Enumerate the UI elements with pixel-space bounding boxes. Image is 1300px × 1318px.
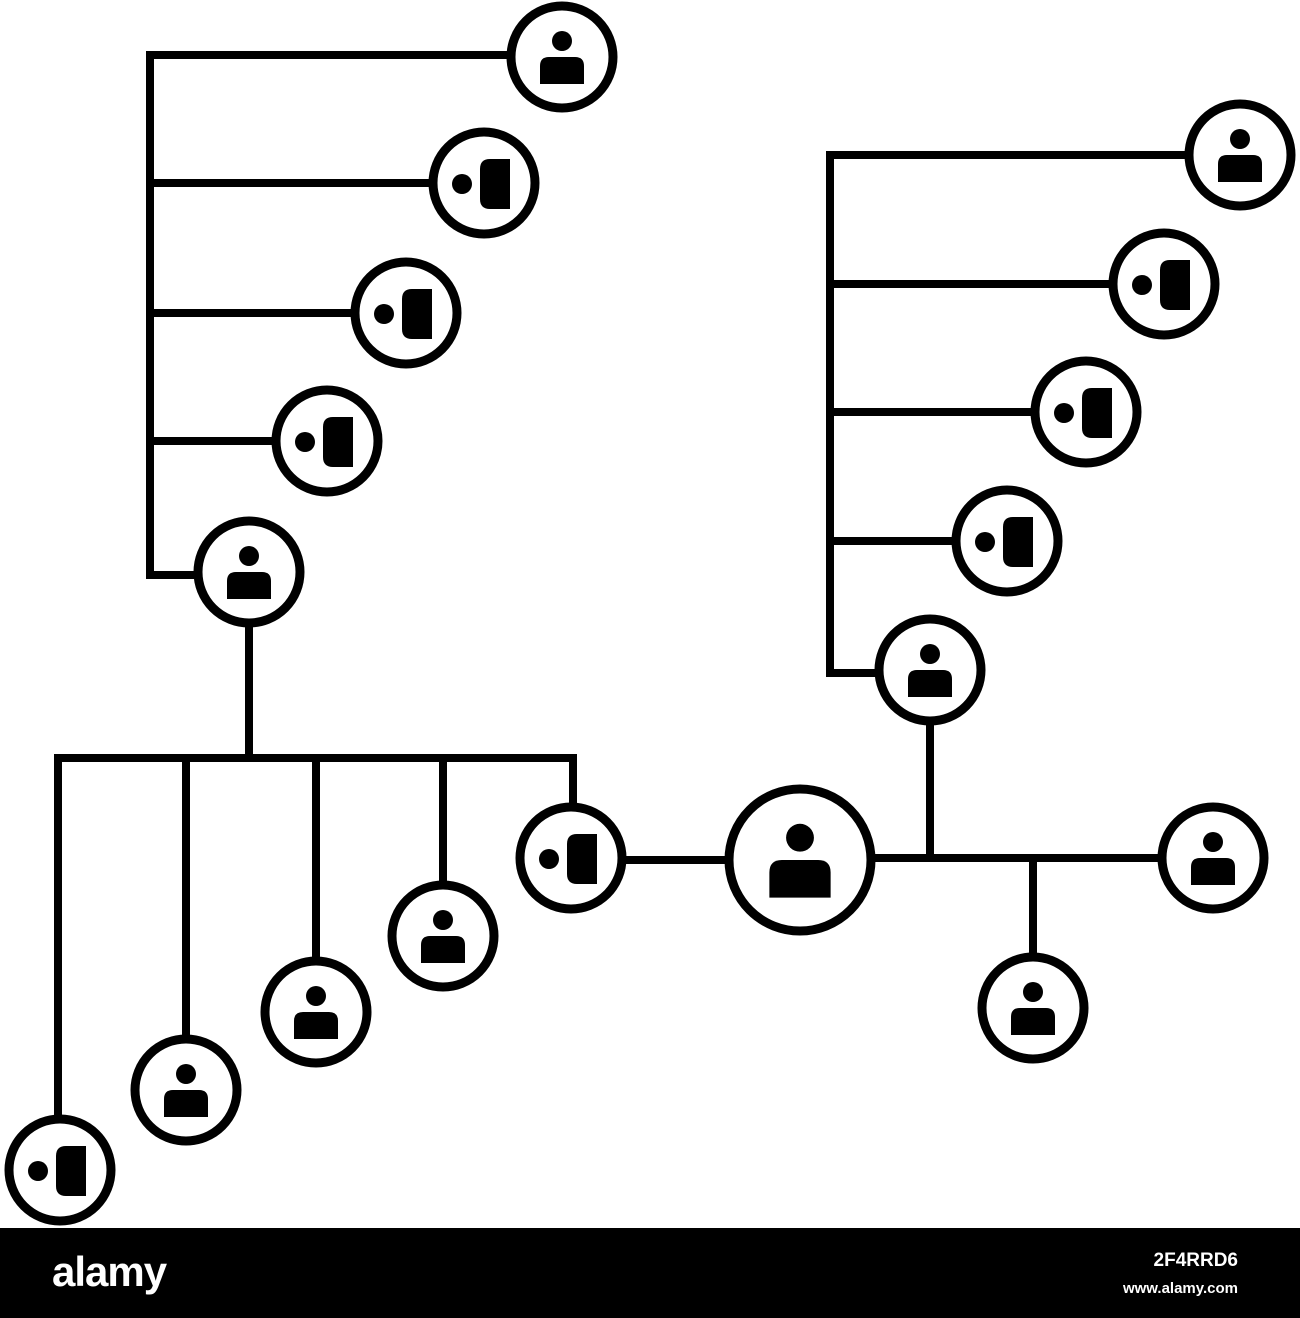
person-icon	[908, 644, 952, 697]
person-icon	[1218, 129, 1262, 182]
person-node	[271, 385, 383, 497]
two-person-icon	[295, 417, 353, 467]
person-node	[951, 485, 1063, 597]
person-nodes	[4, 1, 1296, 1226]
person-node	[506, 1, 618, 113]
person-icon	[540, 31, 584, 84]
person-node	[724, 784, 876, 936]
two-person-icon	[1132, 260, 1190, 310]
person-node	[428, 127, 540, 239]
person-icon	[769, 823, 831, 898]
person-node	[874, 614, 986, 726]
connector-left-upper-trunk	[146, 51, 209, 579]
person-icon	[227, 546, 271, 599]
brand-logo: alamy	[52, 1248, 167, 1295]
connector-lines	[54, 51, 1194, 1122]
person-node	[1030, 356, 1142, 468]
person-icon	[421, 910, 465, 963]
two-person-icon	[452, 159, 510, 209]
person-icon	[294, 986, 338, 1039]
person-node	[515, 802, 627, 914]
person-node	[193, 516, 305, 628]
person-node	[1184, 99, 1296, 211]
image-id-label: 2F4RRD6	[1153, 1250, 1238, 1271]
two-person-icon	[1054, 388, 1112, 438]
two-person-icon	[975, 517, 1033, 567]
two-person-icon	[28, 1146, 86, 1196]
person-icon	[1191, 832, 1235, 885]
connector-right-upper-trunk	[826, 151, 884, 677]
person-icon	[1011, 982, 1055, 1035]
person-node	[350, 257, 462, 369]
person-node	[977, 952, 1089, 1064]
watermark-banner: alamy 2F4RRD6 www.alamy.com	[0, 1228, 1300, 1318]
two-person-icon	[539, 834, 597, 884]
site-url: www.alamy.com	[1122, 1280, 1238, 1297]
person-icon	[164, 1064, 208, 1117]
person-node	[260, 956, 372, 1068]
person-node	[1108, 228, 1220, 340]
person-node	[387, 880, 499, 992]
two-person-icon	[374, 289, 432, 339]
org-network-diagram	[4, 1, 1296, 1226]
connector-left-lower-bar	[54, 754, 577, 809]
person-node	[130, 1034, 242, 1146]
person-node	[1157, 802, 1269, 914]
person-node	[4, 1114, 116, 1226]
